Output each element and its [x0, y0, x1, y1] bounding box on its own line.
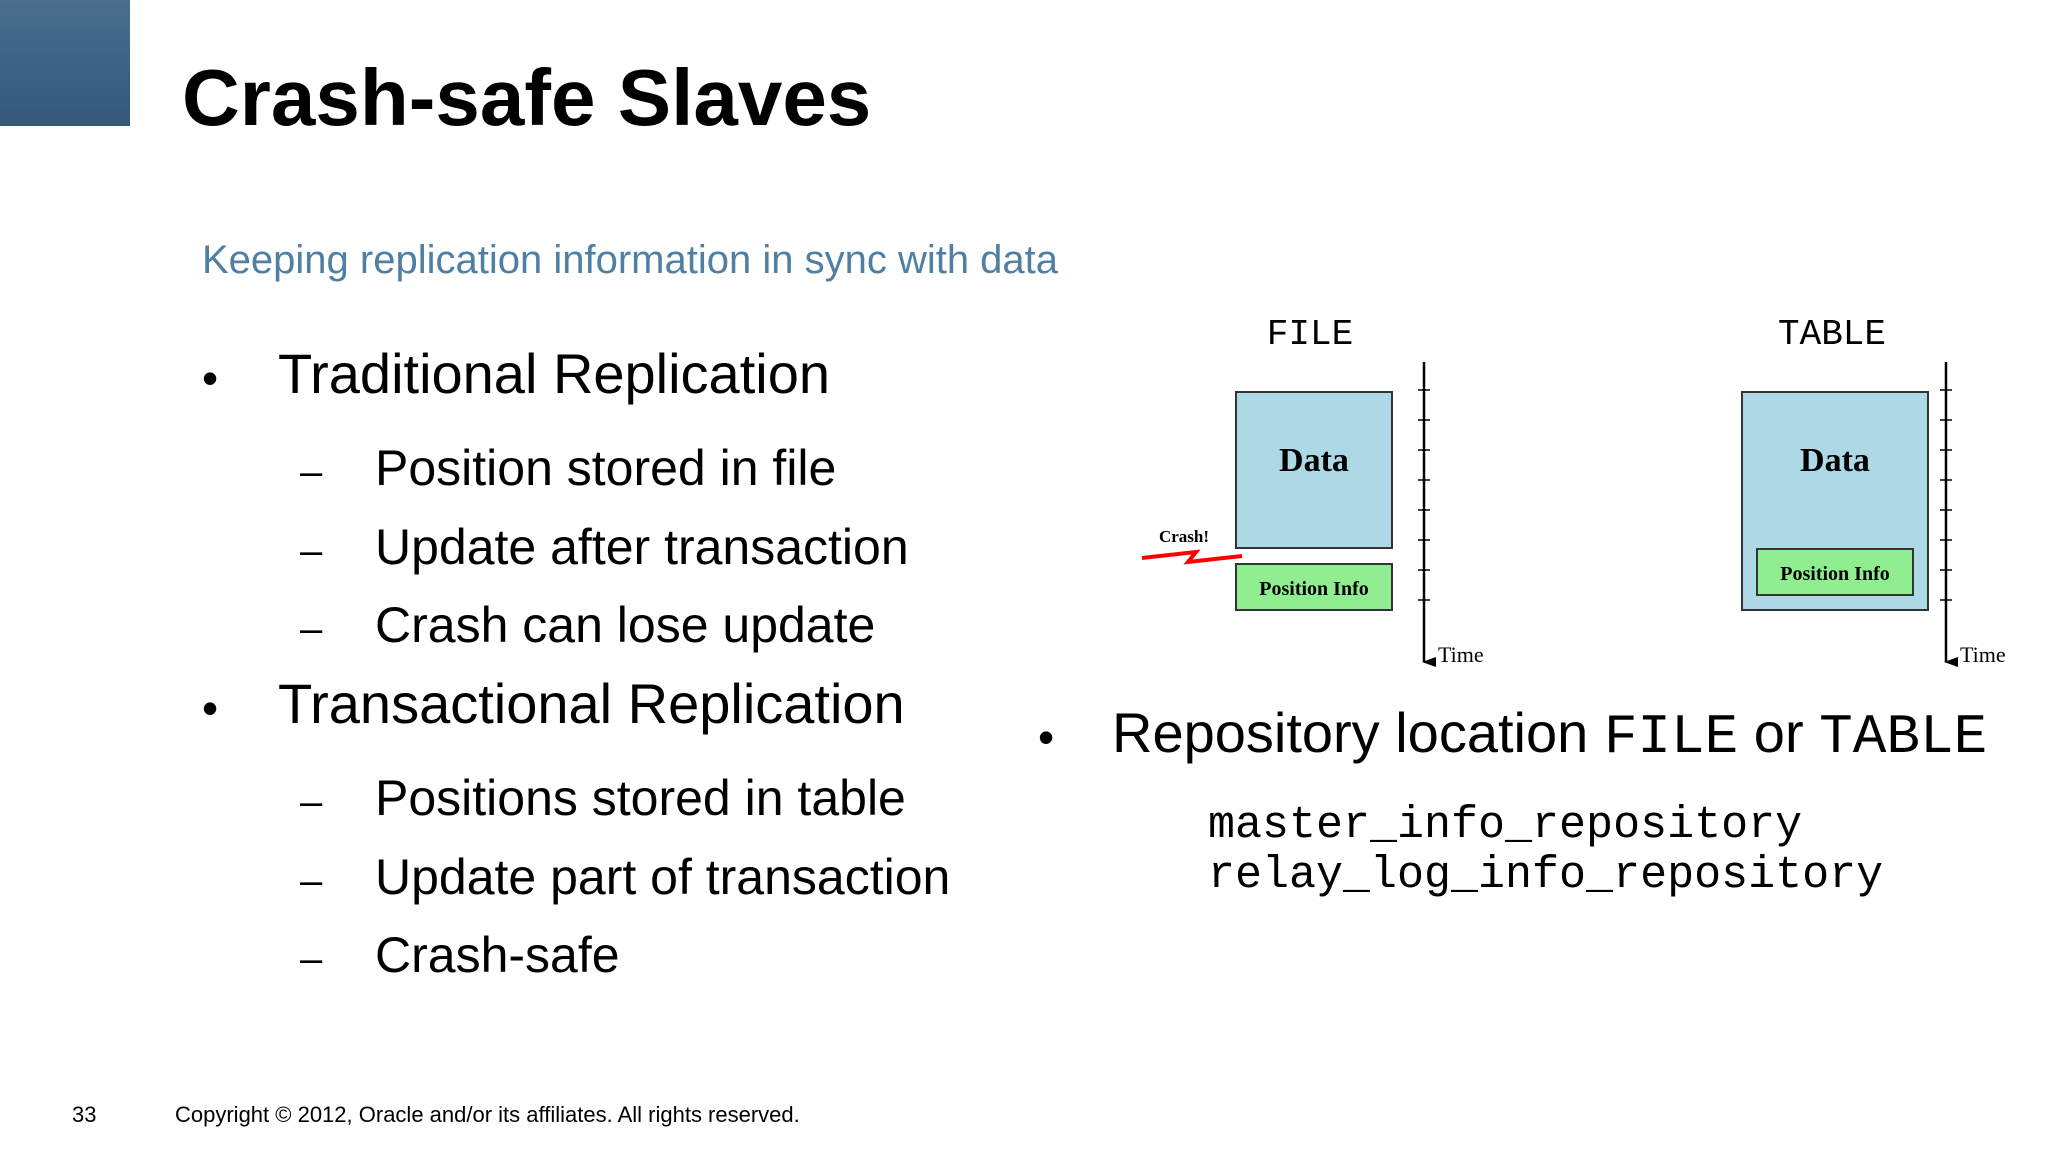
table-position-label: Position Info	[1780, 563, 1889, 585]
sub-item-position-file: Position stored in file	[375, 440, 837, 496]
slide-subtitle: Keeping replication information in sync …	[202, 238, 1059, 282]
dash-marker: –	[300, 529, 323, 573]
sub-item-crash-safe: Crash-safe	[375, 927, 620, 983]
dash-marker: –	[300, 450, 323, 494]
dash-marker: –	[300, 780, 323, 824]
repository-or-word: or	[1738, 701, 1820, 764]
sub-item-crash-lose: Crash can lose update	[375, 597, 876, 653]
bullet-marker: •	[202, 352, 219, 404]
sub-item-positions-table: Positions stored in table	[375, 770, 906, 826]
file-position-box	[1235, 563, 1393, 611]
table-data-label: Data	[1800, 442, 1870, 479]
bullet-marker: •	[1038, 711, 1055, 763]
page-number: 33	[72, 1102, 97, 1127]
file-data-box	[1235, 391, 1393, 549]
table-position-box	[1756, 548, 1914, 596]
file-position-label: Position Info	[1259, 578, 1368, 600]
dash-marker: –	[300, 937, 323, 981]
bullet-marker: •	[202, 682, 219, 734]
code-relay-log-info-repository: relay_log_info_repository	[1208, 850, 1884, 901]
bullet-transactional-replication: Transactional Replication	[278, 672, 905, 735]
dash-marker: –	[300, 607, 323, 651]
diagram-table-label: TABLE	[1778, 314, 1886, 355]
code-master-info-repository: master_info_repository	[1208, 800, 1803, 851]
slide-title: Crash-safe Slaves	[182, 53, 872, 142]
sub-item-update-part: Update part of transaction	[375, 849, 951, 905]
replication-diagram: FILE Data Position Info Crash! Time TABL…	[1141, 314, 2006, 667]
repository-table-word: TABLE	[1819, 705, 1988, 769]
crash-label: Crash!	[1159, 527, 1209, 546]
table-time-axis	[1940, 362, 1958, 667]
crash-lightning-icon	[1141, 549, 1243, 565]
sub-item-update-after: Update after transaction	[375, 519, 909, 575]
file-time-axis	[1418, 362, 1436, 667]
bullet-traditional-replication: Traditional Replication	[278, 342, 830, 405]
corner-accent-block	[0, 0, 130, 126]
file-time-label: Time	[1438, 642, 1484, 667]
copyright-notice: Copyright © 2012, Oracle and/or its affi…	[175, 1102, 800, 1127]
repository-location-prefix: Repository location	[1112, 701, 1604, 764]
file-data-label: Data	[1279, 442, 1349, 479]
diagram-file-label: FILE	[1267, 314, 1353, 355]
table-time-label: Time	[1960, 642, 2006, 667]
dash-marker: –	[300, 859, 323, 903]
bullet-repository-location: Repository location FILE or TABLE	[1112, 705, 1987, 766]
repository-file-word: FILE	[1603, 705, 1739, 769]
